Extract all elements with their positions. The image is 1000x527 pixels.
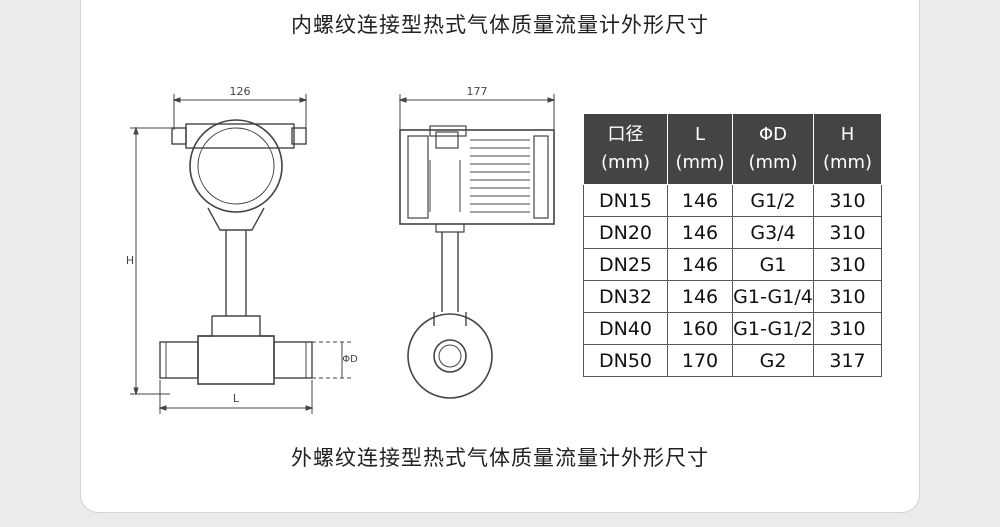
cell-h: 310 [813,280,882,313]
cell-bore: DN25 [583,248,668,281]
cell-bore: DN40 [583,312,668,345]
dim-l: L [233,392,240,405]
dim-126: 126 [230,85,251,98]
table-row: DN32 146 G1-G1/4 310 [583,280,882,313]
cell-h: 310 [813,216,882,249]
cell-h: 310 [813,184,882,217]
cell-bore: DN32 [583,280,668,313]
dim-177: 177 [467,85,488,98]
cell-l: 170 [667,344,733,377]
header-bore: 口径 (mm) [583,113,668,185]
page-title-top: 内螺纹连接型热式气体质量流量计外形尺寸 [291,13,709,37]
side-view-drawing: 177 [398,85,556,399]
spec-table: 口径 (mm) L (mm) ΦD (mm) H (mm) DN15 146 G… [583,113,882,377]
header-l: L (mm) [667,113,733,185]
cell-h: 310 [813,248,882,281]
page-title-bottom: 外螺纹连接型热式气体质量流量计外形尺寸 [291,446,709,470]
table-header-row: 口径 (mm) L (mm) ΦD (mm) H (mm) [583,113,882,185]
header-phid: ΦD (mm) [732,113,814,185]
cell-l: 146 [667,280,733,313]
table-row: DN20 146 G3/4 310 [583,216,882,249]
dim-h: H [126,254,134,267]
table-row: DN25 146 G1 310 [583,248,882,281]
cell-l: 146 [667,248,733,281]
cell-phid: G3/4 [732,216,814,249]
cell-l: 146 [667,184,733,217]
cell-bore: DN50 [583,344,668,377]
cell-l: 160 [667,312,733,345]
cell-bore: DN20 [583,216,668,249]
cell-phid: G1 [732,248,814,281]
cell-phid: G2 [732,344,814,377]
dim-phid: ΦD [342,354,358,365]
header-h: H (mm) [813,113,882,185]
front-view-drawing: 126 H ΦD L [126,85,358,414]
table-row: DN15 146 G1/2 310 [583,184,882,217]
cell-l: 146 [667,216,733,249]
cell-bore: DN15 [583,184,668,217]
cell-phid: G1/2 [732,184,814,217]
cell-phid: G1-G1/4 [732,280,814,313]
cell-h: 310 [813,312,882,345]
table-row: DN40 160 G1-G1/2 310 [583,312,882,345]
cell-h: 317 [813,344,882,377]
table-row: DN50 170 G2 317 [583,344,882,377]
cell-phid: G1-G1/2 [732,312,814,345]
